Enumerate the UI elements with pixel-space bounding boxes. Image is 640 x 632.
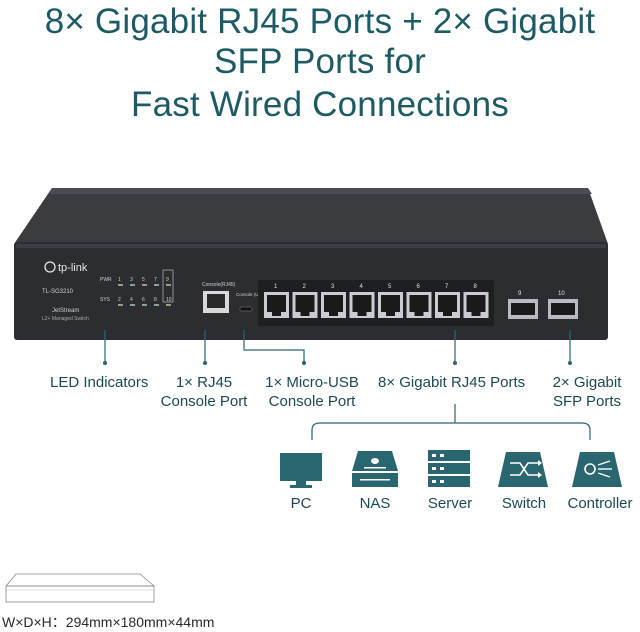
port-number: 1: [274, 284, 278, 290]
led-number: 3: [130, 277, 133, 283]
led-number: 2: [118, 297, 121, 303]
led-indicator: [118, 284, 123, 286]
brand-logo-mark: [44, 261, 56, 273]
port-number: 7: [445, 284, 449, 290]
led-indicator: [166, 304, 171, 306]
callout-led: LED Indicators: [50, 374, 149, 391]
device-label-switch: Switch: [501, 495, 547, 512]
led-indicator: [166, 284, 171, 286]
led-number: 6: [142, 297, 145, 303]
switch-icon: [498, 452, 548, 487]
port-number: 4: [360, 284, 364, 290]
device-label-server: Server: [427, 495, 473, 512]
port-number: 5: [388, 284, 392, 290]
led-bottom-row: 2 4 6 8 10: [118, 297, 172, 306]
led-number: 9: [166, 277, 169, 283]
switch-front-panel: tp-link TL-SG3210 JetStream L2+ Managed …: [14, 188, 608, 340]
callout-rj45-console-line1: 1× RJ45: [175, 374, 233, 391]
led-indicator: [118, 304, 123, 306]
nas-icon: [352, 451, 398, 487]
led-pwr-label: PWR: [100, 277, 112, 283]
callout-sfp-line2: SFP Ports: [552, 393, 622, 410]
callout-sfp-line1: 2× Gigabit: [552, 374, 622, 391]
port-number: 6: [417, 284, 421, 290]
led-indicator: [130, 304, 135, 306]
led-number: 5: [142, 277, 145, 283]
controller-icon: [572, 452, 622, 487]
led-number: 8: [154, 297, 157, 303]
port-number: 8: [474, 284, 478, 290]
brand-logo: tp-link: [58, 262, 88, 274]
sfp-number: 9: [518, 291, 522, 297]
callout-rj45-console-line2: Console Port: [160, 393, 248, 410]
led-indicator: [142, 304, 147, 306]
led-number: 10: [166, 297, 172, 303]
dimensions-text: W×D×H：294mm×180mm×44mm: [2, 614, 215, 630]
led-indicator: [154, 304, 159, 306]
series-subtitle: L2+ Managed Switch: [42, 316, 89, 322]
led-indicator: [154, 284, 159, 286]
device-icons: [280, 450, 622, 488]
callout-usb-console-line2: Console Port: [268, 393, 356, 410]
sfp-number: 10: [558, 291, 565, 297]
device-label-controller: Controller: [567, 495, 633, 512]
dimension-outline: [5, 573, 156, 603]
console-usb-port: [239, 306, 253, 312]
led-indicator: [130, 284, 135, 286]
port-number: 2: [303, 284, 307, 290]
led-number: 4: [130, 297, 133, 303]
led-indicator: [142, 284, 147, 286]
console-rj45-label: Console(RJ45): [202, 282, 236, 288]
model-name: TL-SG3210: [42, 289, 74, 295]
callout-sfp: 2× Gigabit SFP Ports: [546, 373, 628, 411]
led-sfp-box: [162, 269, 174, 303]
series-name: JetStream: [52, 308, 79, 314]
callout-lines: [103, 330, 591, 440]
device-label-pc: PC: [290, 495, 312, 512]
console-usb-label: Console (USB): [236, 292, 267, 297]
device-label-nas: NAS: [359, 495, 391, 512]
led-number: 7: [154, 277, 157, 283]
title-line-3: Fast Wired Connections: [131, 85, 509, 124]
switch-top: [14, 188, 608, 244]
port-number: 3: [331, 284, 335, 290]
led-number: 1: [118, 277, 121, 283]
pc-icon: [280, 453, 322, 488]
title-line-2: SFP Ports for: [213, 42, 427, 81]
callout-rj45-ports: 8× Gigabit RJ45 Ports: [378, 374, 526, 391]
callout-rj45-console: 1× RJ45 Console Port: [156, 373, 252, 411]
callout-usb-console: 1× Micro-USB Console Port: [260, 373, 364, 411]
server-icon: [428, 450, 470, 487]
callout-usb-console-line1: 1× Micro-USB: [265, 374, 359, 391]
led-top-row: 1 3 5 7 9: [118, 277, 171, 286]
title-line-1: 8× Gigabit RJ45 Ports + 2× Gigabit: [44, 2, 596, 41]
led-sys-label: SYS: [100, 297, 111, 303]
